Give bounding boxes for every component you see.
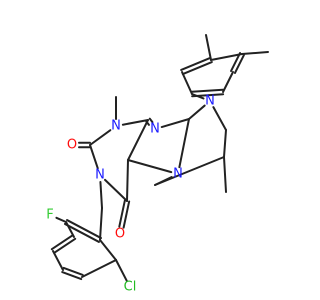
bond-26: [126, 159, 129, 202]
bond-34: [52, 250, 64, 271]
bond-3-line-1: [230, 52, 242, 73]
bond-10: [89, 129, 112, 146]
bond-22: [127, 119, 149, 161]
bond-18: [223, 156, 227, 193]
bond-24: [89, 144, 99, 170]
bond-35-line-2: [62, 266, 84, 276]
bond-33-line-2: [53, 237, 77, 254]
bond-11: [121, 119, 149, 126]
bond-2: [241, 51, 269, 55]
atom-nitrogen-n3: N: [95, 168, 105, 183]
bond-17: [223, 129, 227, 158]
bond-20: [154, 176, 173, 186]
bond-1: [210, 53, 243, 61]
bond-38: [115, 259, 128, 282]
bond-28: [99, 180, 103, 209]
atom-layer: F N O N N N N O Cl: [46, 94, 215, 295]
bond-layer: [50, 34, 269, 282]
bond-7-line-2: [180, 56, 212, 71]
bond-6: [181, 71, 193, 95]
atom-oxygen-carbonyl-4: O: [115, 227, 125, 242]
bond-4: [222, 71, 234, 93]
atom-nitrogen-n1: N: [111, 119, 121, 134]
bond-21: [127, 159, 173, 174]
bond-36: [81, 259, 117, 278]
bond-8: [191, 93, 205, 100]
atom-nitrogen-n8: N: [173, 167, 183, 182]
bond-30-line-1: [66, 219, 103, 240]
atom-nitrogen-n9: N: [205, 94, 215, 109]
bond-15: [178, 118, 190, 169]
atom-nitrogen-n7: N: [150, 122, 160, 137]
bond-13: [160, 118, 190, 129]
molecule-structure: F N O N N N N O Cl: [46, 34, 269, 295]
bond-37: [99, 239, 117, 261]
bond-30-line-2: [63, 222, 100, 243]
bond-0: [205, 34, 212, 61]
bond-27-line-2: [122, 200, 131, 229]
bond-14: [188, 104, 206, 120]
atom-chlorine: Cl: [124, 280, 137, 295]
bond-12-line-2: [148, 117, 154, 124]
atom-oxygen-carbonyl-2: O: [67, 138, 77, 153]
bond-16: [212, 106, 227, 131]
bond-31: [55, 216, 67, 223]
atom-fluorine: F: [46, 208, 53, 223]
bond-25: [104, 178, 128, 202]
bond-3-line-2: [233, 53, 245, 74]
bond-35-line-1: [61, 271, 83, 281]
bond-29: [99, 207, 103, 241]
bond-27-line-1: [118, 199, 126, 228]
bond-33-line-1: [50, 234, 74, 251]
bond-5-line-1: [190, 88, 224, 93]
bond-7-line-1: [181, 61, 213, 76]
